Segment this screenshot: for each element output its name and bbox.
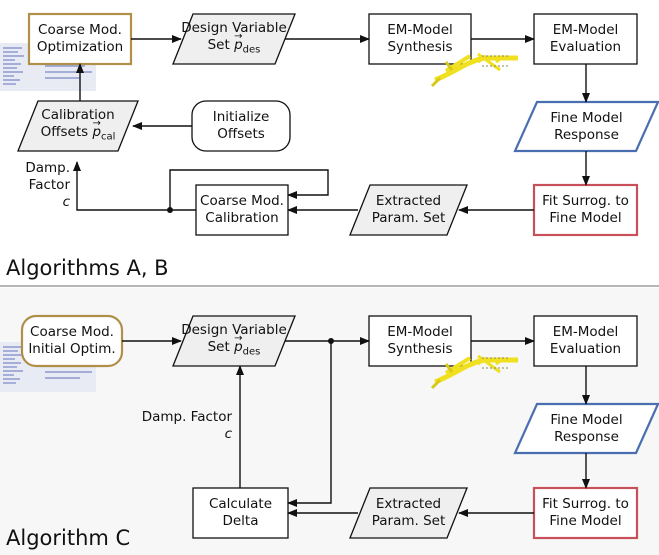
fine-model-response-box-c	[513, 402, 659, 455]
caption-algorithms-ab: Algorithms A, B	[6, 256, 169, 280]
fine-model-response-box	[513, 100, 659, 153]
calculate-delta-box	[192, 487, 289, 539]
microstrip-layout-icon	[430, 354, 518, 390]
arrow-calibration-feedback-loop	[169, 169, 329, 210]
calibration-offsets-box	[17, 100, 139, 152]
coarse-optimization-label: Coarse Mod.Optimization	[36, 22, 124, 55]
em-model-evaluation-box-c	[533, 315, 638, 367]
extracted-param-set-box-c	[349, 487, 468, 539]
fit-surrogate-box	[532, 183, 639, 237]
extracted-param-set-box	[349, 184, 468, 236]
bottom-arrows	[122, 337, 590, 517]
coarse-calibration-label: Coarse Mod.Calibration	[200, 193, 284, 226]
coarse-calibration-box	[195, 184, 289, 236]
caption-algorithm-c: Algorithm C	[6, 526, 131, 550]
calibration-offsets-label: Calibration Offsets →pcal	[40, 106, 116, 143]
arrow-calibration-to-offsets	[73, 161, 196, 211]
em-model-synthesis-box	[368, 13, 472, 65]
arrow-design-branch-to-delta	[287, 341, 332, 507]
fit-surrogate-box-c	[532, 486, 639, 540]
junction-dot	[328, 338, 334, 344]
microstrip-layout-icon	[430, 52, 518, 88]
top-arrows	[73, 35, 590, 214]
design-variable-set-label-c: Design Variable Set →pdes	[181, 321, 287, 358]
damp-factor-label: Damp. Factor c	[25, 160, 70, 210]
design-variable-set-box	[172, 13, 296, 65]
design-variable-set-label: Design Variable Set →pdes	[181, 19, 287, 56]
em-model-synthesis-box-c	[368, 315, 472, 367]
coarse-initial-optim-label: Coarse Mod.Initial Optim.	[28, 324, 116, 357]
design-variable-set-box-c	[172, 315, 296, 367]
junction-dot	[167, 207, 173, 213]
damp-factor-label-c: Damp. Factor c	[141, 409, 232, 442]
